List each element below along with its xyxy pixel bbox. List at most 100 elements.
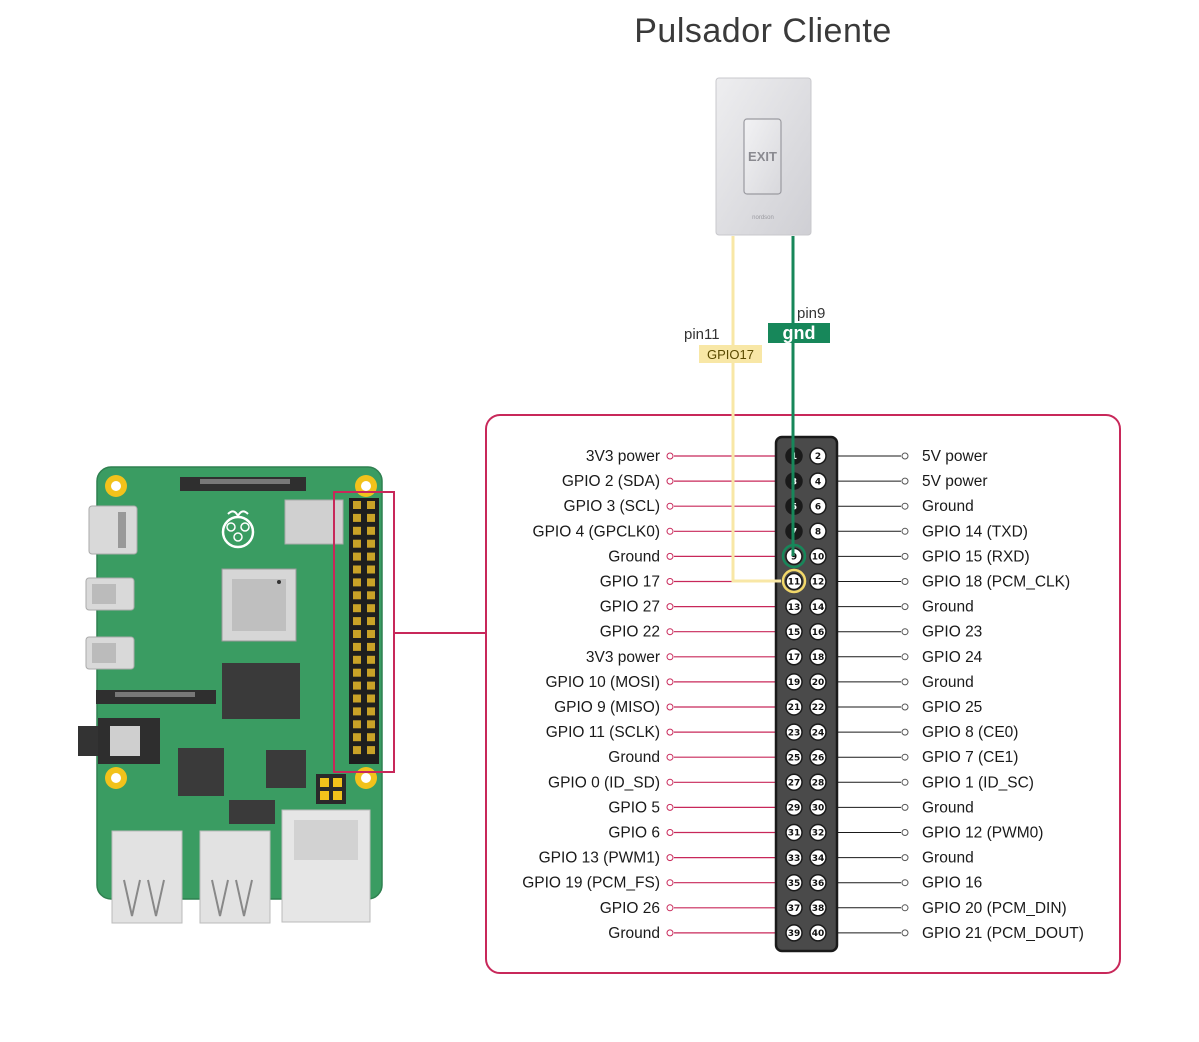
pin-number: 12 — [812, 578, 825, 588]
header-pin — [785, 723, 803, 741]
pin-label-left: GPIO 26 — [600, 900, 660, 917]
pin-line-end — [666, 803, 674, 811]
pin-line-end — [666, 753, 674, 761]
pin-number: 32 — [812, 829, 825, 839]
pin-label-left: Ground — [608, 548, 660, 565]
header-pin — [785, 622, 803, 641]
pin-number: 13 — [788, 603, 801, 613]
header-pin — [785, 748, 803, 766]
pin-label-right: GPIO 7 (CE1) — [922, 749, 1018, 766]
pin-number: 10 — [812, 553, 825, 563]
pin-label-right: GPIO 20 (PCM_DIN) — [922, 900, 1067, 917]
pin-line-end — [901, 628, 909, 636]
exit-push-button: EXIT nordson — [715, 77, 812, 236]
pin-line-end — [901, 477, 909, 485]
board-header-pin — [353, 578, 361, 587]
pin-label-right: GPIO 24 — [922, 649, 983, 666]
pin-number: 16 — [812, 628, 825, 638]
pin-label-right: GPIO 12 (PWM0) — [922, 825, 1043, 842]
pin-number: 38 — [812, 904, 825, 914]
pin-line-end — [666, 829, 674, 836]
board-header-pin — [353, 604, 361, 613]
board-header-pin — [367, 526, 375, 535]
pin-line-end — [666, 678, 674, 686]
header-pin — [785, 873, 803, 892]
pin-number: 25 — [788, 753, 801, 763]
pin-line-end — [901, 854, 909, 862]
header-pin — [809, 873, 827, 892]
header-highlight — [333, 491, 395, 773]
board-header-pin — [353, 630, 361, 638]
gpio17-tag-text: GPIO17 — [707, 347, 754, 362]
pin-label-left: GPIO 11 (SCLK) — [546, 724, 660, 741]
pin-label-left: GPIO 2 (SDA) — [562, 473, 660, 490]
header-pin — [809, 773, 827, 792]
pin-label-left: GPIO 22 — [600, 624, 660, 641]
gpio17-tag — [699, 345, 762, 363]
pin-label-left: GPIO 6 — [608, 825, 660, 842]
header-pin — [809, 572, 827, 591]
pin-label-right: GPIO 8 (CE0) — [922, 724, 1018, 741]
pin-line-end — [666, 452, 674, 460]
gnd-tag — [768, 323, 830, 343]
header-pin — [809, 547, 827, 566]
board-header-pin — [353, 591, 361, 600]
pin-number: 18 — [812, 653, 825, 663]
pin-line-end — [666, 728, 674, 736]
pin-number: 34 — [812, 854, 825, 864]
header-pins: 1357911131517192123252729313335373924681… — [785, 447, 827, 942]
pin-line-end — [666, 527, 674, 535]
header-pin — [785, 572, 803, 591]
board-header-pin — [353, 565, 361, 574]
pin-number: 31 — [788, 829, 801, 839]
board-header-pin — [367, 655, 375, 664]
pin-label-right: GPIO 1 (ID_SC) — [922, 774, 1034, 791]
pin-line-end — [901, 502, 909, 510]
pin-number: 17 — [788, 653, 801, 663]
pin-label-right: GPIO 18 (PCM_CLK) — [922, 574, 1070, 591]
header-pin — [809, 673, 827, 691]
pin-number: 24 — [812, 728, 825, 738]
pin-label-left: Ground — [608, 925, 660, 942]
gpio-header — [774, 435, 839, 953]
header-pin — [785, 823, 803, 842]
header-pin — [785, 673, 803, 691]
board-header-pin — [367, 746, 375, 755]
header-pin — [809, 597, 827, 616]
pin-label-left: GPIO 17 — [600, 574, 660, 591]
pin-number: 40 — [812, 929, 825, 939]
pinout-frame — [485, 414, 1121, 974]
gnd-tag-text: gnd — [783, 323, 816, 343]
board-header-pin — [353, 668, 361, 677]
raspberry-pi-board — [78, 466, 395, 924]
pin-line-end — [666, 578, 674, 585]
header-pin — [809, 748, 827, 766]
pin-line-end — [666, 879, 674, 887]
pin-number: 14 — [812, 603, 825, 613]
board-header-pin — [353, 681, 361, 690]
board-header-pin — [353, 642, 361, 651]
pin-line-end — [666, 854, 674, 862]
pin-label-left: Ground — [608, 749, 660, 766]
header-pin — [809, 823, 827, 842]
pin-number: 30 — [812, 804, 825, 814]
header-pin — [809, 447, 827, 465]
pin-line-end — [666, 703, 674, 711]
pin-line-end — [666, 778, 674, 786]
board-header-pin — [353, 501, 361, 509]
header-pin — [785, 848, 803, 867]
board-header-pin — [353, 746, 361, 755]
board-header-pin — [367, 694, 375, 703]
header-pin — [809, 497, 827, 515]
pin-label-left: GPIO 5 — [608, 799, 660, 816]
pin-label-left: GPIO 9 (MISO) — [554, 699, 660, 716]
pin-line-end — [901, 578, 909, 585]
pin-label-right: GPIO 21 (PCM_DOUT) — [922, 925, 1084, 942]
header-pin — [785, 924, 803, 942]
board-header-pin — [353, 539, 361, 548]
button-label: EXIT — [748, 149, 777, 164]
board-header-pin — [367, 707, 375, 716]
board-header-pin — [367, 591, 375, 600]
